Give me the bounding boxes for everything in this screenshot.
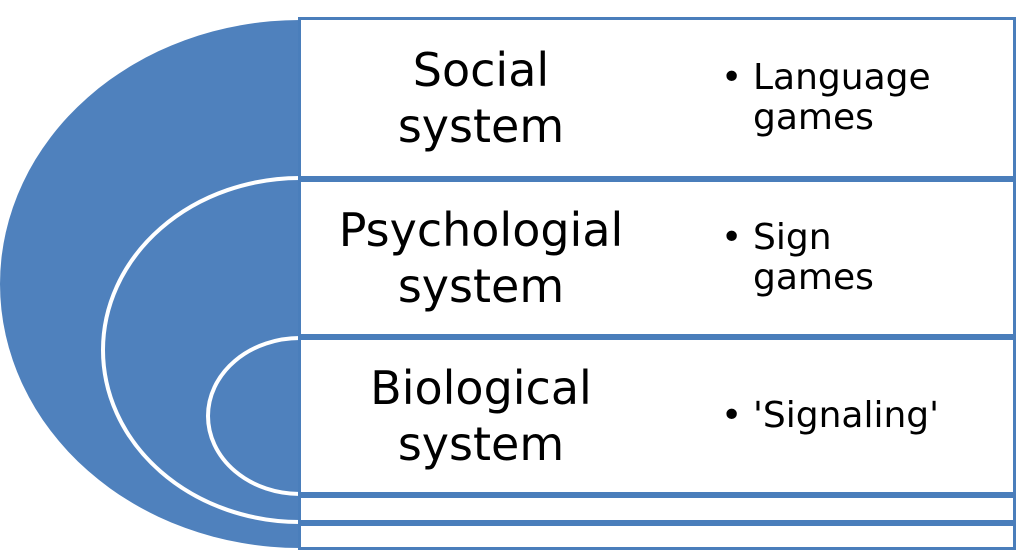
biological-bullet-list: • 'Signaling' [721, 340, 1003, 492]
bullet-text: Language games [753, 57, 931, 138]
bullet-text: 'Signaling' [753, 395, 940, 436]
empty-row [298, 495, 1016, 523]
bullet-dot-icon: • [721, 217, 743, 258]
bullet-dot-icon: • [721, 57, 743, 98]
middle-arc-psychological [101, 176, 301, 524]
bullet-text: Sign games [753, 217, 874, 298]
bullet-dot-icon: • [721, 395, 743, 436]
outer-arc-social [0, 20, 300, 548]
bullet-sign-games: • Sign games [721, 218, 923, 298]
bullet-language-games: • Language games [721, 58, 993, 138]
social-bullet-list: • Language games [721, 20, 1003, 176]
bullet-signaling: • 'Signaling' [721, 396, 1024, 436]
inner-arc-biological [206, 336, 301, 496]
empty-row [298, 523, 1016, 550]
psychological-bullet-list: • Sign games [721, 182, 1003, 334]
